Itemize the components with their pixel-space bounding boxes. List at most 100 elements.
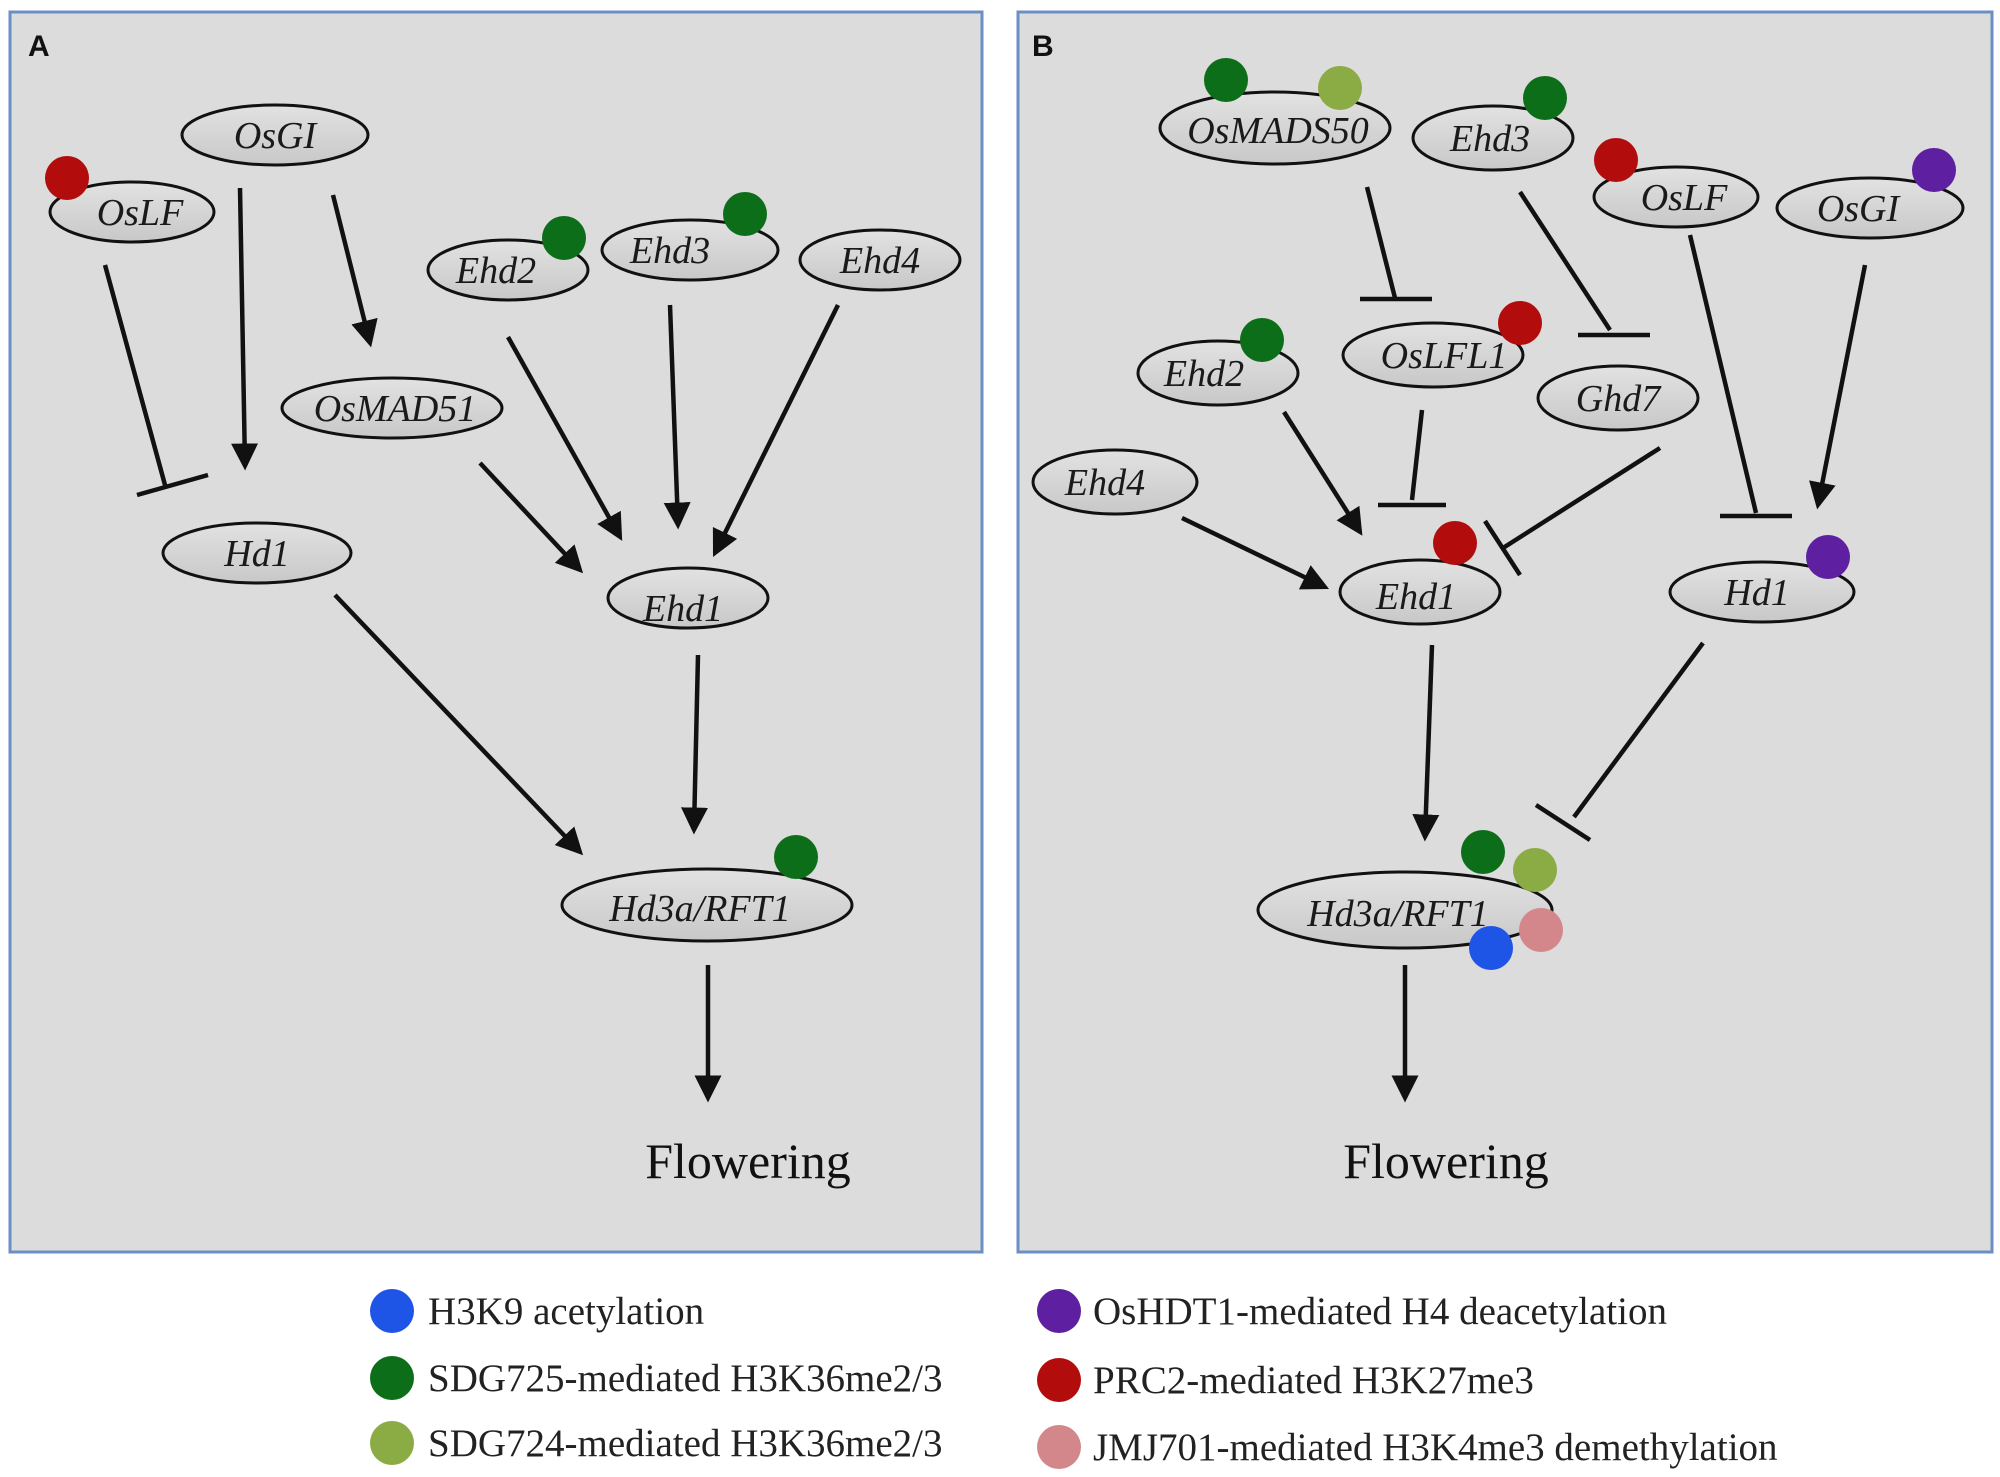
edge-ehd4-to-ehd1: [1181, 515, 1330, 590]
sdg724-mark: [1513, 848, 1557, 892]
legend-item: SDG724-mediated H3K36me2/3: [370, 1421, 943, 1465]
node-ellipse: [798, 228, 962, 292]
node-label: Ghd7: [1576, 378, 1662, 420]
sdg725-mark: [1204, 58, 1248, 102]
flowering-label: Flowering: [645, 1133, 851, 1189]
node-label: Ehd2: [455, 250, 536, 292]
node-hd1: Hd1: [1668, 535, 1856, 624]
panel-b: B OsMADS50: [1016, 10, 1994, 1254]
node-label: OsGI: [1817, 188, 1902, 230]
node-label: Ehd2: [1163, 353, 1244, 395]
prc2-mark: [1498, 301, 1542, 345]
panel-a: A OsLF OsGI Ehd2: [8, 10, 984, 1254]
node-ehd1: Ehd1: [606, 566, 770, 630]
node-ellipse: [426, 238, 590, 302]
node-ellipse: [48, 180, 216, 244]
node-label: OsLFL1: [1381, 335, 1508, 377]
node-label: Ehd4: [1064, 462, 1145, 504]
node-ellipse: [161, 521, 353, 585]
node-oslf: OsLF: [1592, 138, 1760, 229]
node-label: Ehd1: [642, 588, 723, 630]
edge-ehd2-to-ehd1: [1282, 410, 1363, 536]
node-hd3a-rft1: Hd3a/RFT1: [560, 835, 854, 943]
legend-swatch: [370, 1421, 414, 1465]
node-ehd3: Ehd3: [1411, 76, 1575, 172]
legend: H3K9 acetylation SDG725-mediated H3K36me…: [370, 1289, 1778, 1469]
node-label: Ehd3: [1449, 118, 1530, 160]
node-label: Hd1: [223, 533, 289, 575]
legend-swatch: [370, 1356, 414, 1400]
jmj701-mark: [1519, 908, 1563, 952]
node-ellipse: [1536, 364, 1700, 432]
node-label: Hd1: [1723, 572, 1789, 614]
node-ellipse: [1158, 90, 1392, 166]
edge-hd1-inhibits-hd3a-bar: [1534, 803, 1592, 842]
node-label: Ehd4: [839, 240, 920, 282]
node-ellipse: [1338, 558, 1502, 626]
edge-oslfl1-inhibits-ehd1: [1409, 409, 1425, 501]
edge-hd1-inhibits-hd3a: [1572, 641, 1705, 819]
edge-osmad51-to-ehd1: [478, 461, 584, 574]
h3k9-acetylation-mark: [1469, 926, 1513, 970]
node-ghd7: Ghd7: [1536, 364, 1700, 432]
edge-osgi-to-hd1: [1809, 264, 1868, 510]
edge-oslf-inhibits-hd1: [1687, 234, 1759, 514]
legend-label: SDG724-mediated H3K36me2/3: [428, 1422, 943, 1465]
sdg724-mark: [1318, 66, 1362, 110]
node-ellipse: [1668, 560, 1856, 624]
legend-swatch: [1037, 1358, 1081, 1402]
legend-item: JMJ701-mediated H3K4me3 demethylation: [1037, 1425, 1778, 1469]
node-ehd4: Ehd4: [1031, 448, 1199, 516]
edge-osmads50-inhibits-oslfl1: [1364, 186, 1398, 299]
node-ehd1: Ehd1: [1338, 521, 1502, 626]
node-ellipse: [600, 218, 780, 282]
oshdt1-mark: [1806, 535, 1850, 579]
node-label: Ehd1: [1375, 576, 1456, 618]
node-osgi: OsGI: [1775, 148, 1965, 240]
panel-a-edges: [102, 187, 841, 1103]
edge-osgi-to-hd1: [231, 187, 259, 471]
sdg725-mark: [723, 192, 767, 236]
node-osgi: OsGI: [180, 103, 370, 167]
node-oslf: OsLF: [45, 156, 216, 244]
legend-label: JMJ701-mediated H3K4me3 demethylation: [1093, 1426, 1778, 1469]
sdg725-mark: [1461, 830, 1505, 874]
node-ellipse: [1341, 321, 1525, 389]
edge-ehd2-to-ehd1: [506, 335, 623, 541]
node-ellipse: [1592, 165, 1760, 229]
node-hd1: Hd1: [161, 521, 353, 585]
node-ehd4: Ehd4: [798, 228, 962, 292]
edge-ehd1-to-hd3a: [1412, 644, 1440, 842]
legend-swatch: [370, 1289, 414, 1333]
node-label: OsLF: [97, 192, 184, 234]
node-ellipse: [1411, 104, 1575, 172]
edge-oslf-inhibits-hd1-bar: [136, 472, 209, 498]
node-label: Hd3a/RFT1: [608, 888, 791, 930]
panel-a-letter: A: [28, 30, 50, 63]
node-label: OsMADS50: [1187, 110, 1369, 152]
node-hd3a-rft1: Hd3a/RFT1: [1256, 830, 1563, 970]
node-ellipse: [280, 376, 504, 440]
prc2-mark: [45, 156, 89, 200]
node-label: Hd3a/RFT1: [1306, 893, 1489, 935]
legend-item: H3K9 acetylation: [370, 1289, 704, 1333]
node-label: OsLF: [1641, 177, 1728, 219]
node-oslfl1: OsLFL1: [1341, 301, 1542, 389]
legend-label: SDG725-mediated H3K36me2/3: [428, 1357, 943, 1400]
node-ehd3: Ehd3: [600, 192, 780, 282]
edge-ghd7-inhibits-ehd1: [1501, 446, 1662, 550]
node-label: Ehd3: [629, 230, 710, 272]
prc2-mark: [1594, 138, 1638, 182]
node-osmad51: OsMAD51: [280, 376, 504, 440]
flowering-label: Flowering: [1343, 1133, 1549, 1189]
sdg725-mark: [1523, 76, 1567, 120]
node-ellipse: [1031, 448, 1199, 516]
sdg725-mark: [774, 835, 818, 879]
panel-b-edges: [1181, 186, 1868, 1103]
edge-ghd7-inhibits-ehd1-bar: [1483, 519, 1522, 577]
legend-label: H3K9 acetylation: [428, 1290, 704, 1333]
edge-ehd3-to-ehd1: [663, 304, 691, 530]
prc2-mark: [1433, 521, 1477, 565]
edge-ehd3-inhibits-ghd7: [1518, 190, 1612, 332]
